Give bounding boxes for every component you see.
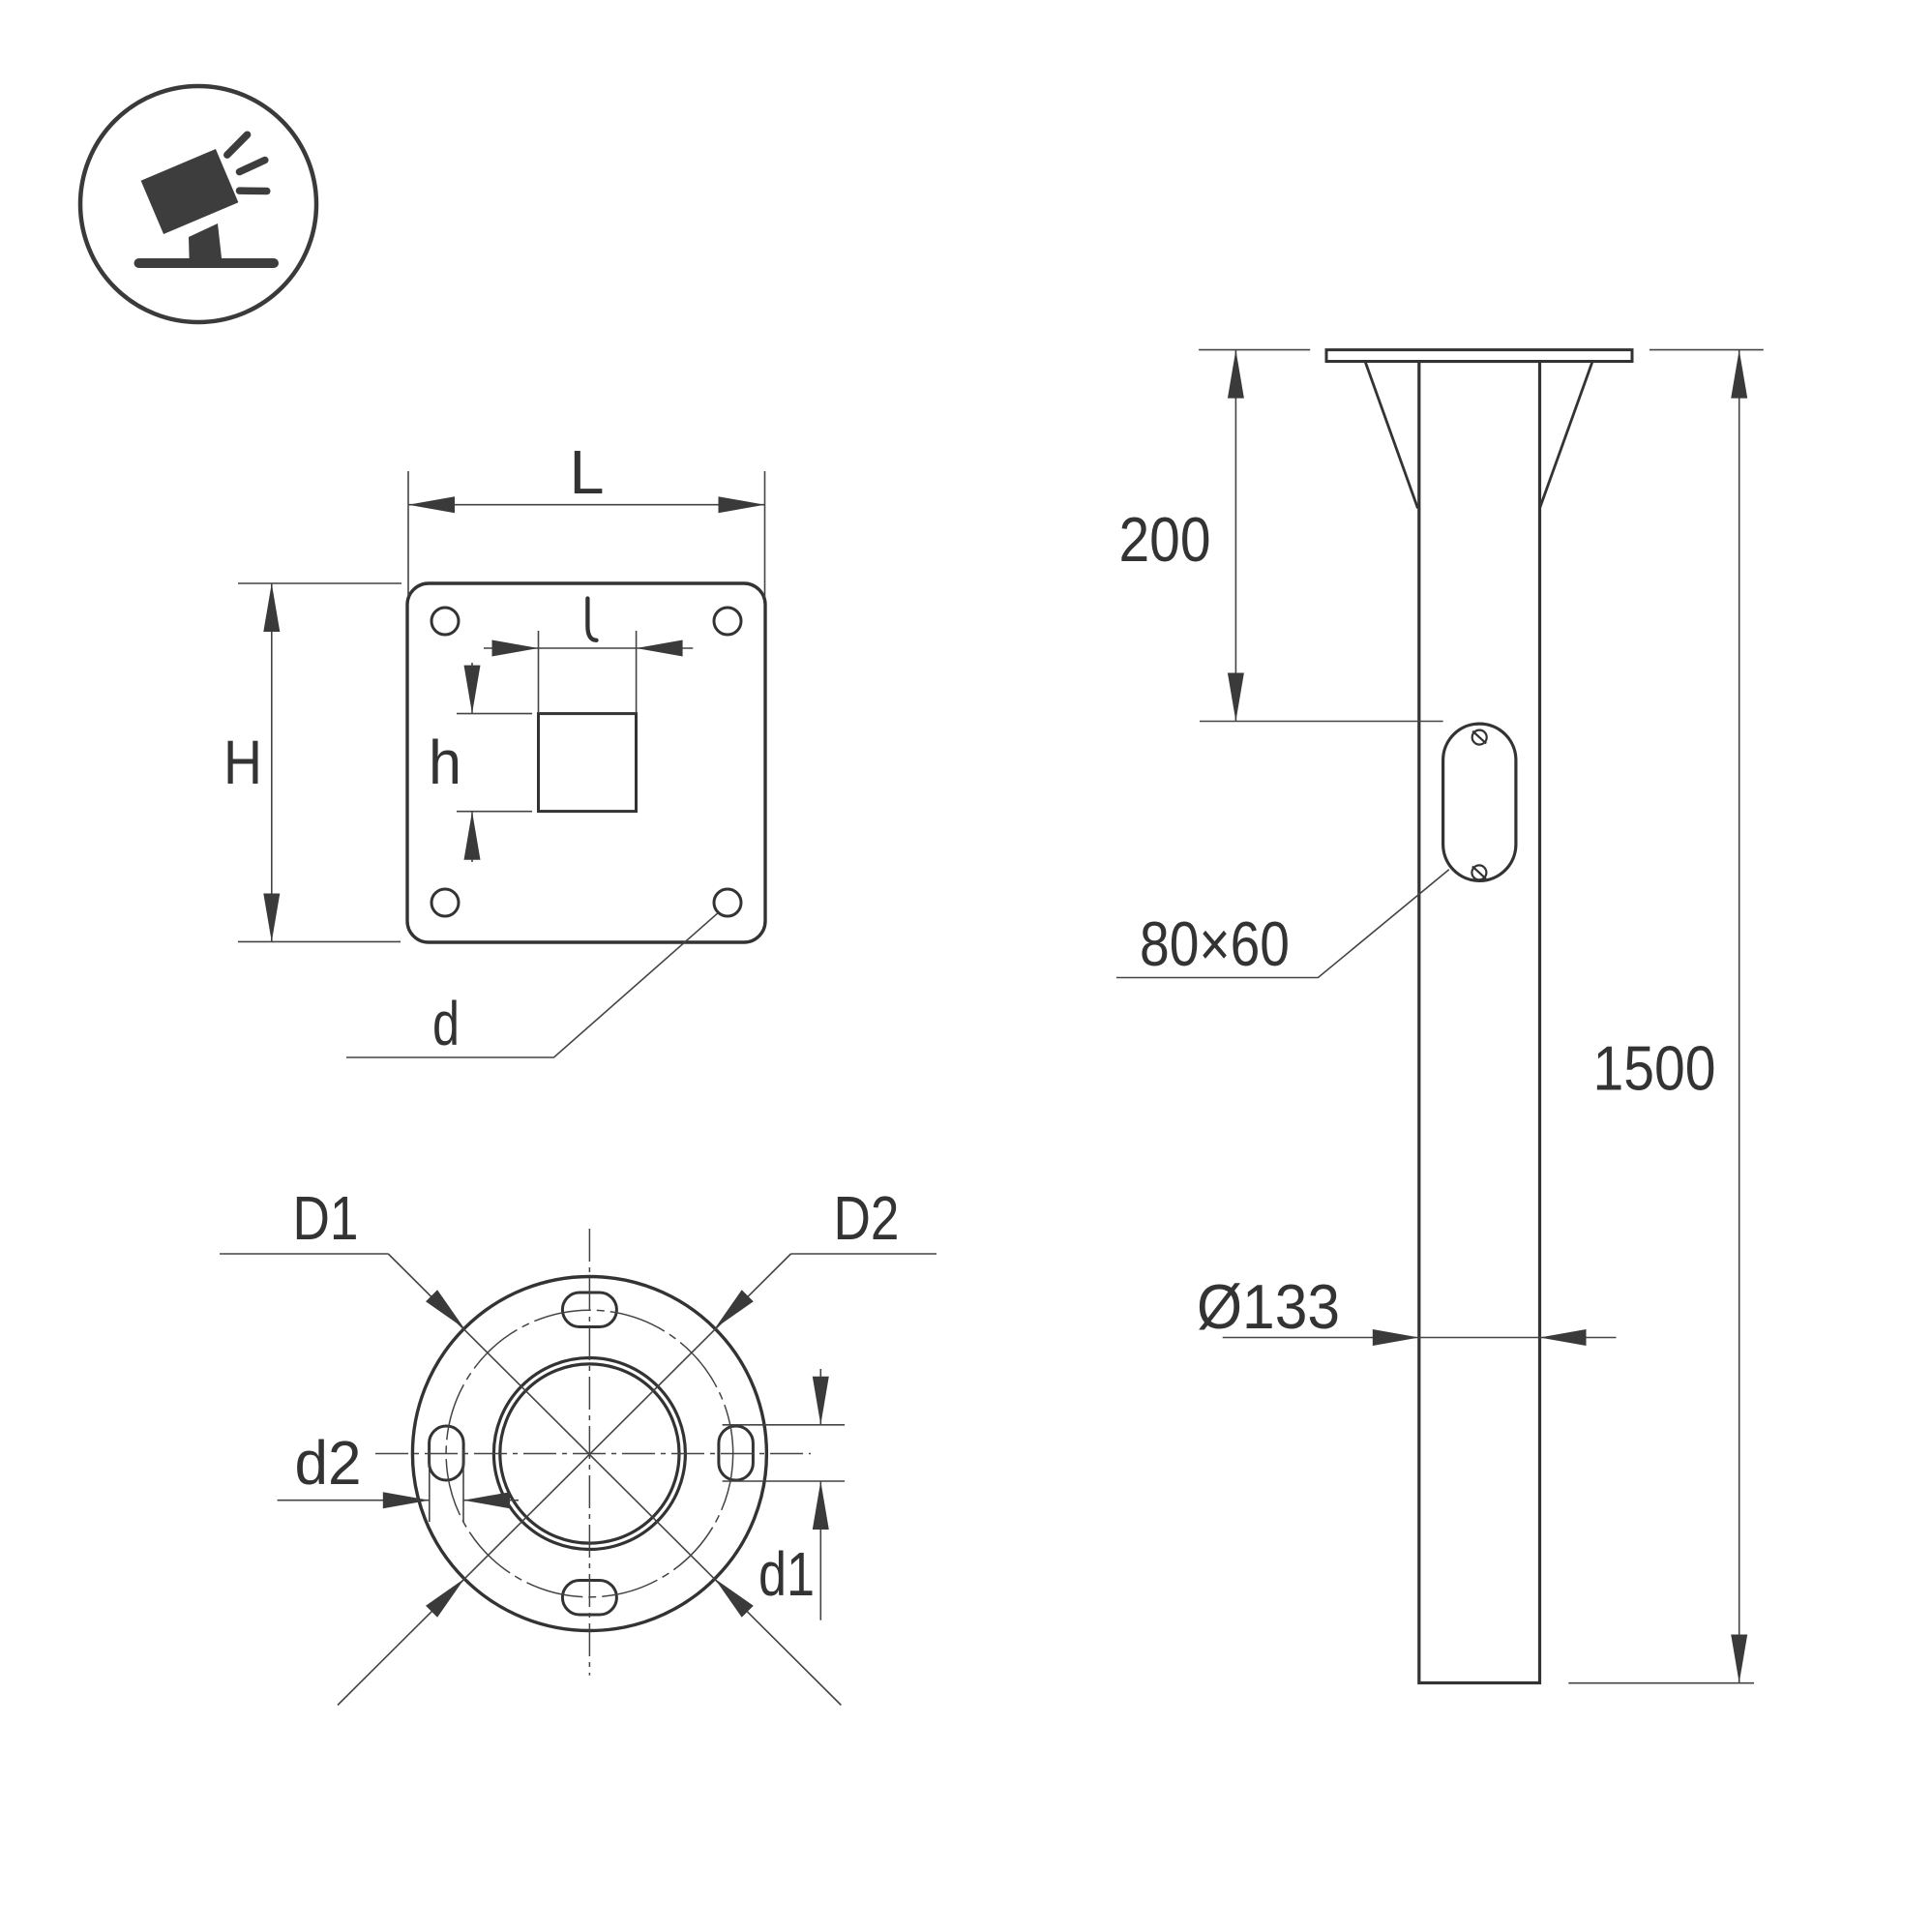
- svg-text:80×60: 80×60: [1140, 908, 1290, 979]
- svg-text:H: H: [223, 728, 262, 797]
- svg-text:200: 200: [1119, 504, 1211, 575]
- svg-text:d1: d1: [758, 1539, 815, 1609]
- svg-text:d: d: [432, 989, 460, 1058]
- svg-text:1500: 1500: [1593, 1033, 1716, 1104]
- svg-text:D1: D1: [293, 1183, 359, 1253]
- svg-text:h: h: [429, 728, 461, 797]
- svg-text:D2: D2: [834, 1183, 900, 1253]
- svg-text:L: L: [570, 437, 605, 507]
- svg-text:Ø133: Ø133: [1197, 1271, 1340, 1342]
- svg-text:d2: d2: [295, 1428, 362, 1498]
